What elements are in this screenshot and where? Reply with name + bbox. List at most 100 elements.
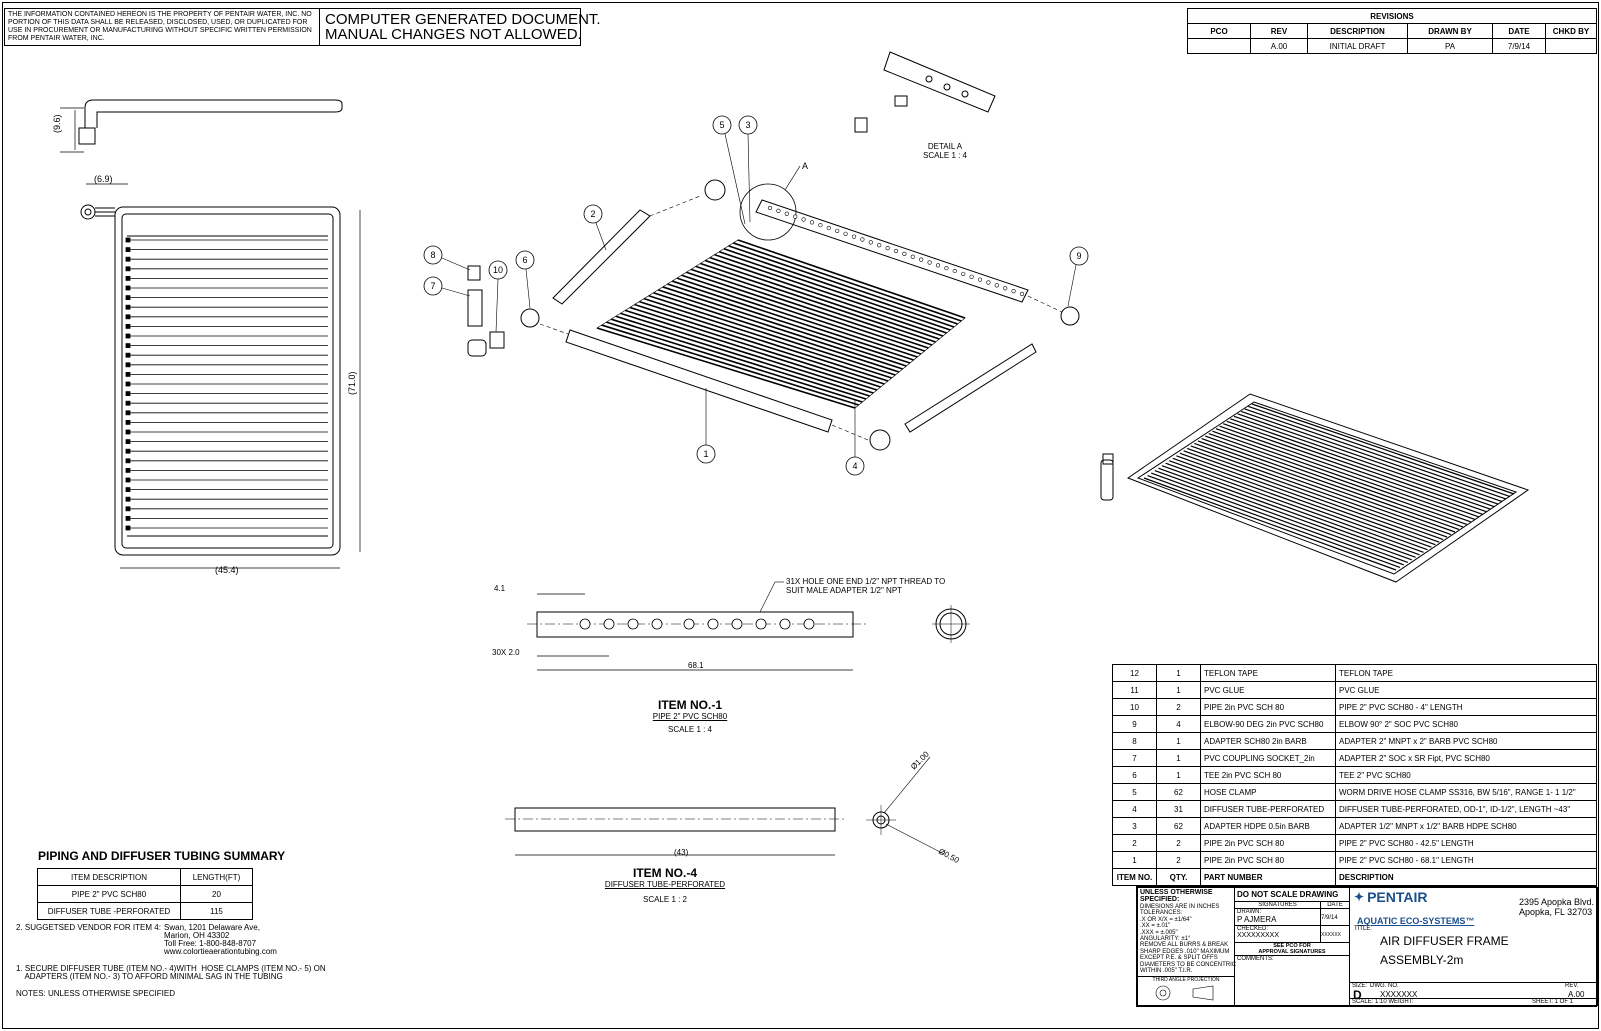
iso-tube (657, 289, 903, 370)
plan-hose-clamp (125, 487, 131, 493)
assembled-tube (1165, 462, 1420, 556)
assembled-tube (1143, 477, 1397, 571)
signatures-date-header: DATE (1320, 902, 1349, 908)
header-hole (860, 237, 865, 242)
plan-hose-clamp (125, 333, 131, 339)
iso-tube (733, 242, 962, 322)
bom-cell: 1 (1156, 749, 1201, 767)
balloon-7: 7 (430, 281, 435, 291)
checked-by: XXXXXXXXX (1237, 932, 1280, 939)
pentair-logo-icon: ✦ (1354, 890, 1365, 904)
iso-tube (662, 286, 907, 367)
iso-tube (620, 312, 874, 394)
bom-cell: DIFFUSER TUBE-PERFORATED, OD-1", ID-1/2"… (1335, 800, 1597, 818)
assembled-tube (1158, 467, 1412, 561)
exploded-view-diffuser-tubes (596, 239, 966, 409)
hole-note-line-2: SUIT MALE ADAPTER 1/2" NPT (786, 586, 902, 595)
signatures-header: SIGNATURES (1258, 902, 1297, 908)
revisions-table: REVISIONS PCO REV DESCRIPTION DRAWN BY D… (1187, 8, 1597, 54)
dim-43: (43) (674, 848, 689, 857)
summary-cell: 20 (180, 885, 253, 903)
header-hole (1019, 291, 1025, 297)
summary-cell: PIPE 2" PVC SCH80 (37, 885, 181, 903)
plan-hose-clamp (125, 467, 131, 473)
assembled-tube (1147, 474, 1401, 569)
assembled-tube (1212, 430, 1471, 523)
note-1: 1. SECURE DIFFUSER TUBE (ITEM NO.- 4)WIT… (16, 964, 326, 981)
header-hole (801, 217, 806, 222)
bom-cell: HOSE CLAMP (1200, 783, 1336, 801)
header-hole (843, 231, 848, 236)
header-hole (1003, 286, 1008, 291)
bom-header-description: DESCRIPTION (1335, 868, 1597, 886)
item-1-hole (651, 618, 663, 630)
assembled-tube (1172, 457, 1428, 551)
bom-cell: 2 (1156, 851, 1201, 869)
company-name: AQUATIC ECO-SYSTEMS™ (1357, 916, 1475, 926)
cgd-line-2: MANUAL CHANGES NOT ALLOWED. (325, 26, 582, 43)
bom-cell: 9 (1112, 715, 1157, 733)
plan-hose-clamp (125, 247, 131, 253)
iso-tube (718, 250, 951, 331)
summary-cell: 115 (180, 902, 253, 920)
assembled-tube (1201, 437, 1460, 531)
scale-cell: SCALE: 1:10 WEIGHT: SHEET: 1 OF 1 (1349, 998, 1598, 1006)
header-hole (868, 240, 873, 245)
header-hole (977, 277, 983, 282)
header-hole (952, 268, 957, 274)
plan-hose-clamp (125, 295, 131, 301)
tolerance-text: DIMESIONS ARE IN INCHES TOLERANCES: .X O… (1140, 904, 1237, 975)
item-1-hole (603, 618, 615, 630)
iso-tube (700, 262, 936, 343)
exploded-view (467, 51, 1080, 451)
summary-table: ITEM DESCRIPTION LENGTH(FT) PIPE 2" PVC … (37, 868, 253, 920)
assembled-tube (1168, 460, 1424, 553)
assembled-tube (1223, 423, 1483, 515)
dim-30x-2-0: 30X 2.0 (492, 648, 520, 657)
third-angle-projection-symbol (1155, 986, 1214, 1001)
plan-hose-clamp (125, 352, 131, 358)
header-hole (986, 280, 991, 285)
plan-view-diffuser-tubes (125, 237, 328, 531)
balloon-1: 1 (703, 449, 708, 459)
balloon-labels: 1 2 3 4 5 6 7 8 9 10 (430, 120, 1081, 471)
header-hole (793, 214, 798, 219)
dim-dia-1-00: Ø1.00 (909, 749, 931, 771)
balloons (423, 115, 1089, 476)
projection-label: THIRD ANGLE PROJECTION (1138, 976, 1234, 983)
plan-hose-clamp (125, 381, 131, 387)
rev-label: REV. (1565, 983, 1579, 989)
assembled-tube (1230, 418, 1491, 510)
header-hole (818, 223, 823, 228)
unless-specified: UNLESS OTHERWISE SPECIFIED: (1140, 889, 1213, 903)
dim-6-9: (6.9) (94, 174, 113, 184)
bom-cell: PIPE 2in PVC SCH 80 (1200, 851, 1336, 869)
iso-tube (686, 271, 925, 352)
header-hole (944, 266, 949, 271)
dwg-no-value: XXXXXXX (1380, 990, 1418, 999)
notes-header: NOTES: UNLESS OTHERWISE SPECIFIED (16, 989, 175, 998)
title-block: UNLESS OTHERWISE SPECIFIED: DIMESIONS AR… (1136, 886, 1598, 1007)
plan-hose-clamp (125, 266, 131, 272)
bom-cell: ELBOW 90° 2" SOC PVC SCH80 (1335, 715, 1597, 733)
plan-hose-clamp (125, 391, 131, 397)
plan-hose-clamp (125, 285, 131, 291)
iso-tube (606, 321, 863, 403)
balloon-6: 6 (522, 255, 527, 265)
dim-45-4: (45.4) (215, 565, 239, 575)
item-4-scale: SCALE 1 : 2 (642, 895, 688, 904)
balloon-4: 4 (852, 461, 857, 471)
balloon-leaders (441, 133, 1077, 457)
bom-header-part-number: PART NUMBER (1200, 868, 1336, 886)
bom-cell: ELBOW-90 DEG 2in PVC SCH80 (1200, 715, 1336, 733)
header-hole (835, 228, 840, 234)
plan-hose-clamp (125, 448, 131, 454)
item-1-hole (803, 618, 815, 630)
assembled-tube (1226, 420, 1487, 513)
bom-cell: ADAPTER 2" MNPT x 2" BARB PVC SCH80 (1335, 732, 1597, 750)
bom-cell: TEE 2in PVC SCH 80 (1200, 766, 1336, 784)
signatures-cell: DO NOT SCALE DRAWING SIGNATURES DATE DRA… (1234, 887, 1350, 1006)
